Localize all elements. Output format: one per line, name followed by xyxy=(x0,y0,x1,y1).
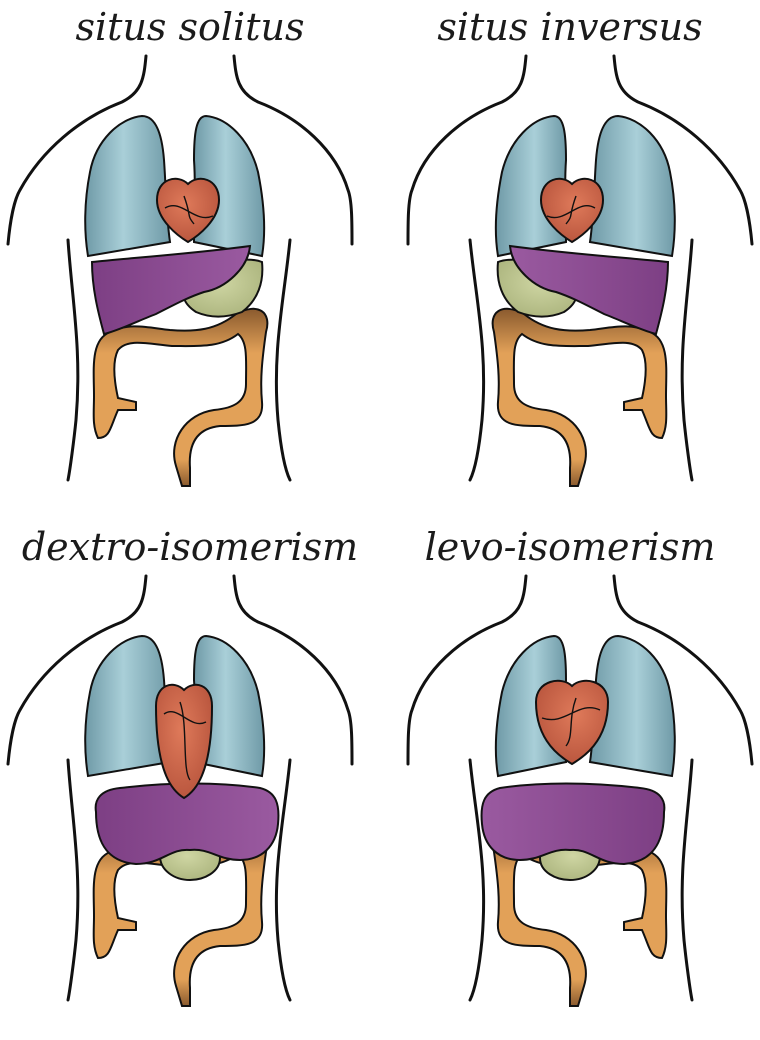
anatomy-oriented xyxy=(8,56,352,486)
anatomy-oriented xyxy=(408,576,752,1006)
colon xyxy=(493,309,667,486)
lung-left xyxy=(85,116,170,256)
colon xyxy=(94,309,268,486)
anatomy-group xyxy=(408,56,752,486)
flank-outline-left xyxy=(68,240,78,480)
flank-outline-left xyxy=(682,760,692,1000)
anatomy-group xyxy=(408,576,752,1006)
anatomy-oriented xyxy=(408,56,752,486)
torso-illustration xyxy=(380,520,760,1040)
anatomy-group xyxy=(8,56,352,486)
panel-dextro-isomerism: dextro-isomerism xyxy=(0,520,380,1040)
flank-outline-left xyxy=(68,760,78,1000)
lung-left xyxy=(590,116,675,256)
flank-outline-right xyxy=(470,760,484,1000)
flank-outline-left xyxy=(682,240,692,480)
anatomy-group xyxy=(8,576,352,1006)
panel-situs-solitus: situs solitus xyxy=(0,0,380,520)
heart xyxy=(156,685,212,798)
flank-outline-right xyxy=(276,240,290,480)
panel-levo-isomerism: levo-isomerism xyxy=(380,520,760,1040)
torso-illustration xyxy=(0,0,380,520)
torso-illustration xyxy=(380,0,760,520)
flank-outline-right xyxy=(470,240,484,480)
panel-situs-inversus: situs inversus xyxy=(380,0,760,520)
torso-illustration xyxy=(0,520,380,1040)
anatomy-oriented xyxy=(8,576,352,1006)
flank-outline-right xyxy=(276,760,290,1000)
